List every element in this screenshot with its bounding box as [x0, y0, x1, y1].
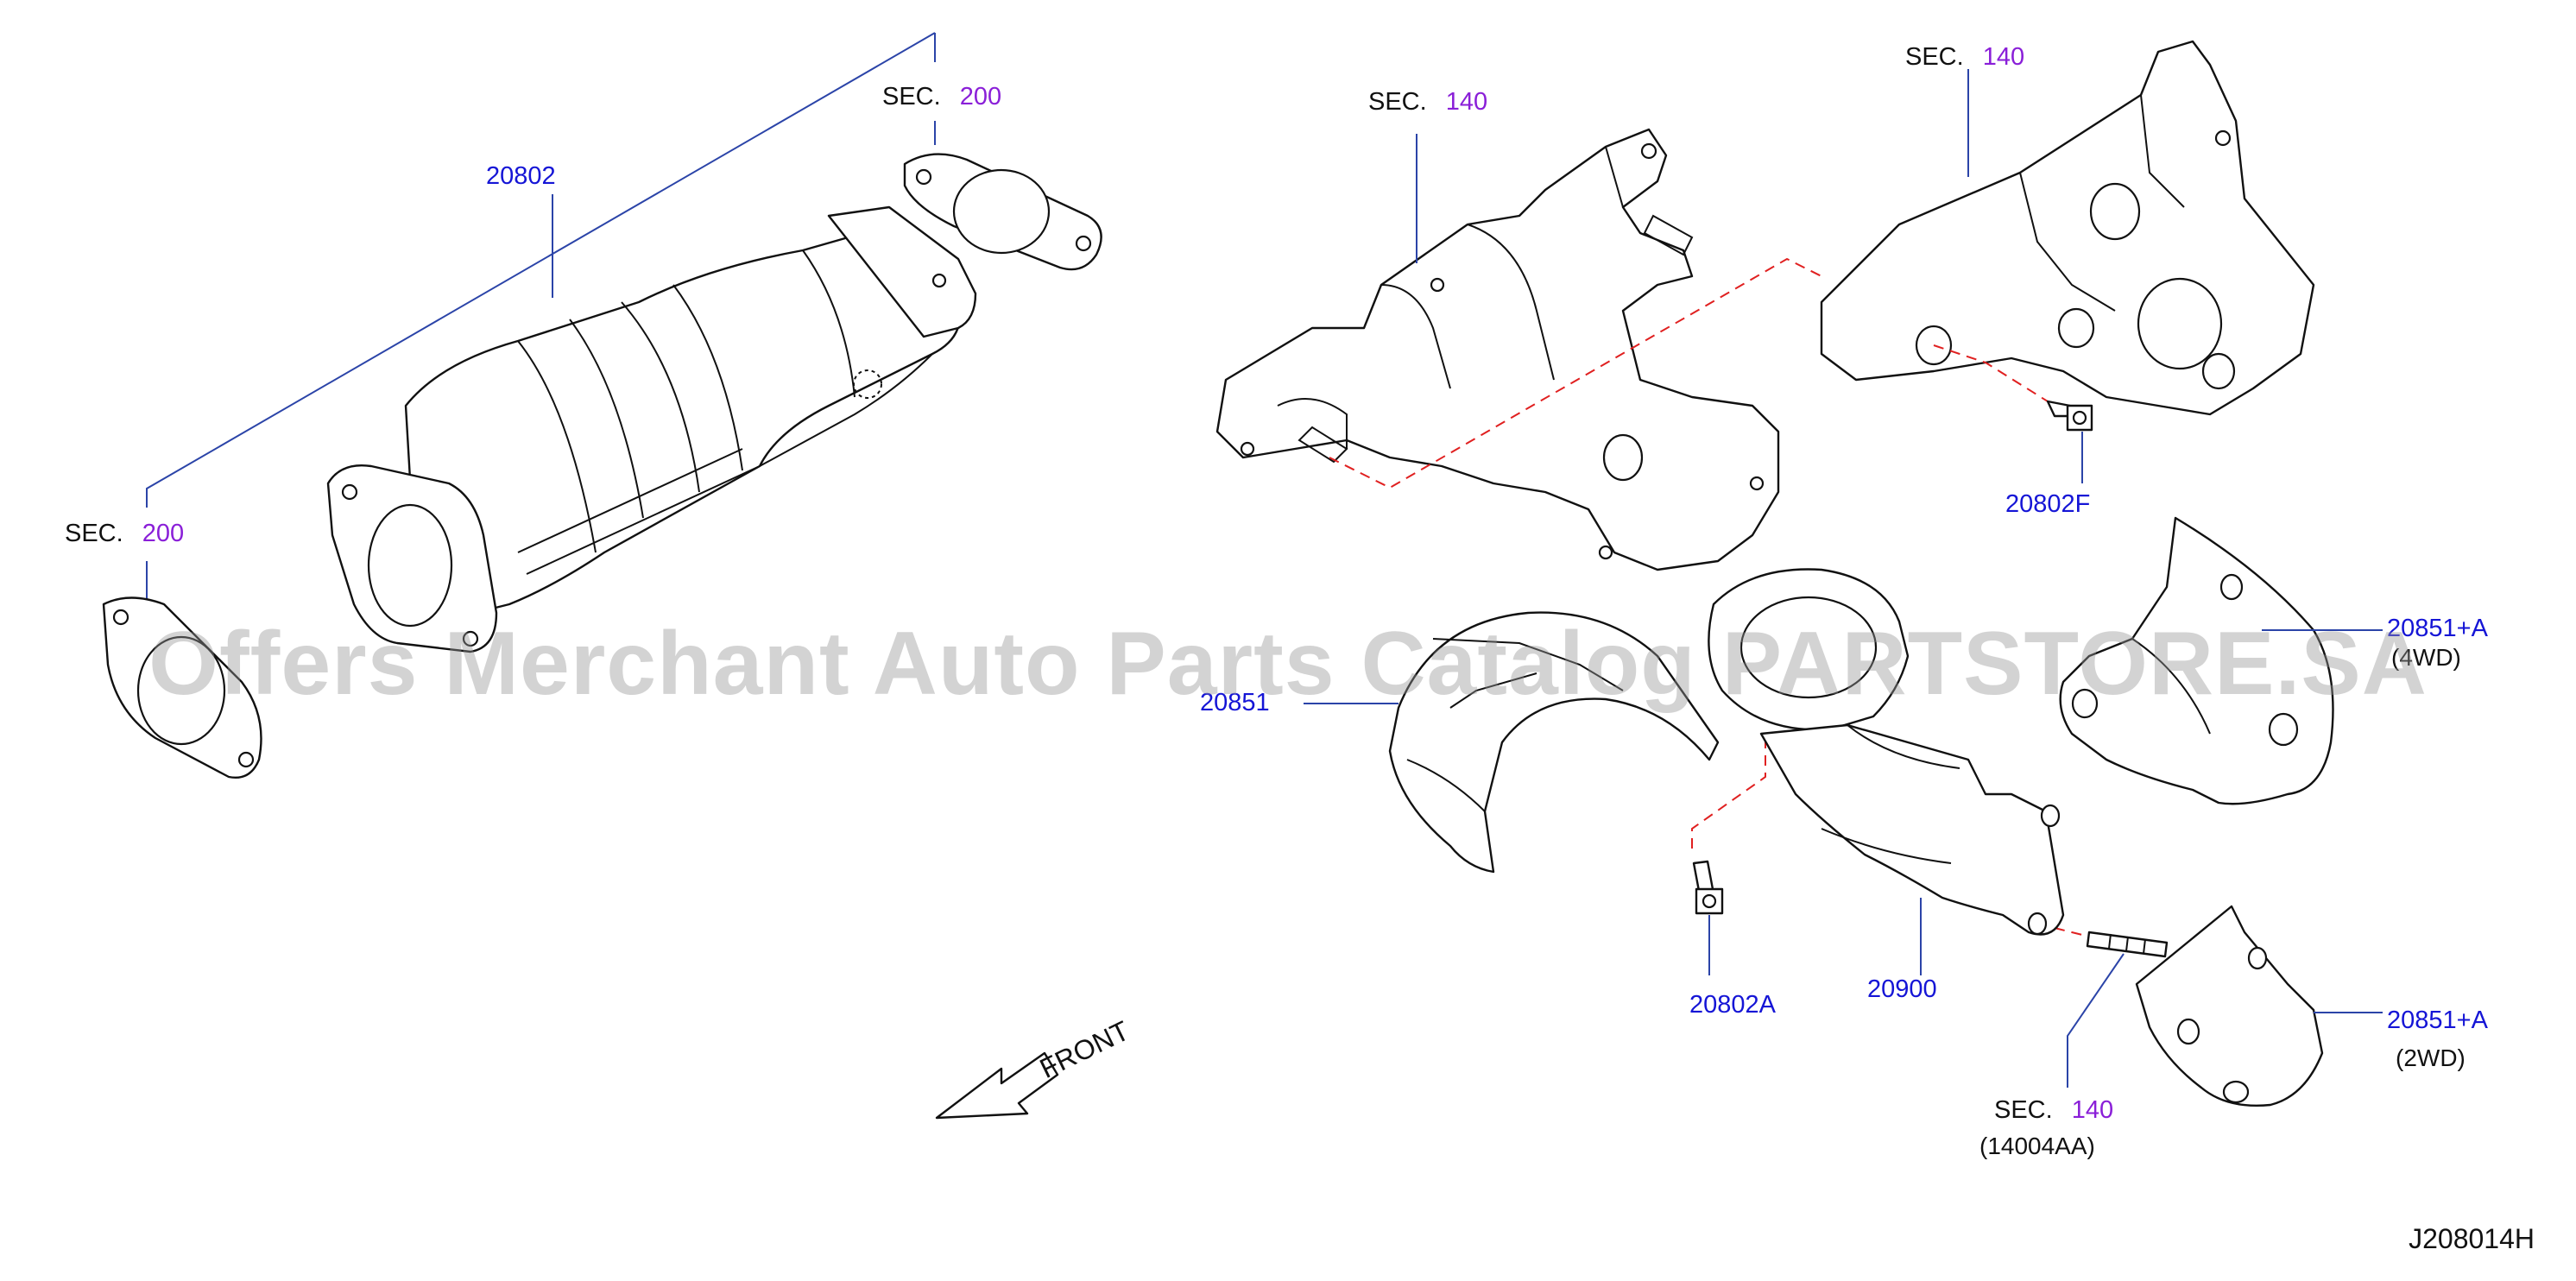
dashed-guides	[1329, 257, 2090, 937]
section-ref-manifold-left[interactable]: SEC. 140	[1368, 90, 1487, 115]
callout-20851a-4wd[interactable]: 20851+A	[2387, 615, 2488, 642]
section-ref-label: SEC.	[1905, 43, 1964, 71]
gasket-lower	[102, 596, 262, 779]
bolt-20802f	[2046, 400, 2093, 483]
section-ref-stud[interactable]: SEC. 140	[1994, 1098, 2113, 1123]
section-ref-number: 140	[1982, 43, 2025, 71]
callout-20802[interactable]: 20802	[486, 162, 556, 190]
left-leader-lines	[146, 32, 936, 604]
exhaust-manifold	[1215, 128, 1780, 571]
section-ref-top-left[interactable]: SEC. 200	[882, 85, 1001, 110]
section-ref-number: 200	[142, 520, 185, 547]
callout-20802f[interactable]: 20802F	[2005, 490, 2091, 518]
gasket-upper	[903, 153, 1102, 271]
heat-shield-20851	[1388, 611, 1720, 874]
converter-20900	[1708, 568, 2065, 975]
callout-20851a-2wd[interactable]: 20851+A	[2387, 1006, 2488, 1034]
note-4wd: (4WD)	[2391, 644, 2461, 671]
drawing-id: J208014H	[2409, 1223, 2535, 1254]
front-arrow-icon	[935, 1051, 1059, 1120]
callout-20802a[interactable]: 20802A	[1689, 991, 1776, 1019]
bolt-20802a	[1692, 860, 1724, 975]
manifold-heat-cover	[1820, 40, 2315, 416]
section-ref-number: 140	[2071, 1096, 2114, 1124]
section-ref-number: 140	[1445, 88, 1488, 116]
heat-shield-4wd	[2059, 516, 2334, 805]
section-ref-manifold-right[interactable]: SEC. 140	[1905, 45, 2024, 70]
section-ref-label: SEC.	[1994, 1096, 2053, 1124]
note-2wd: (2WD)	[2396, 1044, 2466, 1071]
note-stud-part: (14004AA)	[1979, 1133, 2095, 1159]
section-ref-number: 200	[959, 83, 1002, 110]
callout-20851[interactable]: 20851	[1200, 689, 1270, 716]
callout-20900[interactable]: 20900	[1867, 975, 1937, 1003]
section-ref-mid-left[interactable]: SEC. 200	[65, 521, 184, 546]
stud-14004aa	[2067, 931, 2169, 1088]
catalytic-converter-20802	[326, 205, 977, 653]
section-ref-label: SEC.	[65, 520, 123, 547]
section-ref-label: SEC.	[882, 83, 941, 110]
section-ref-label: SEC.	[1368, 88, 1427, 116]
heat-shield-2wd	[2135, 905, 2324, 1107]
